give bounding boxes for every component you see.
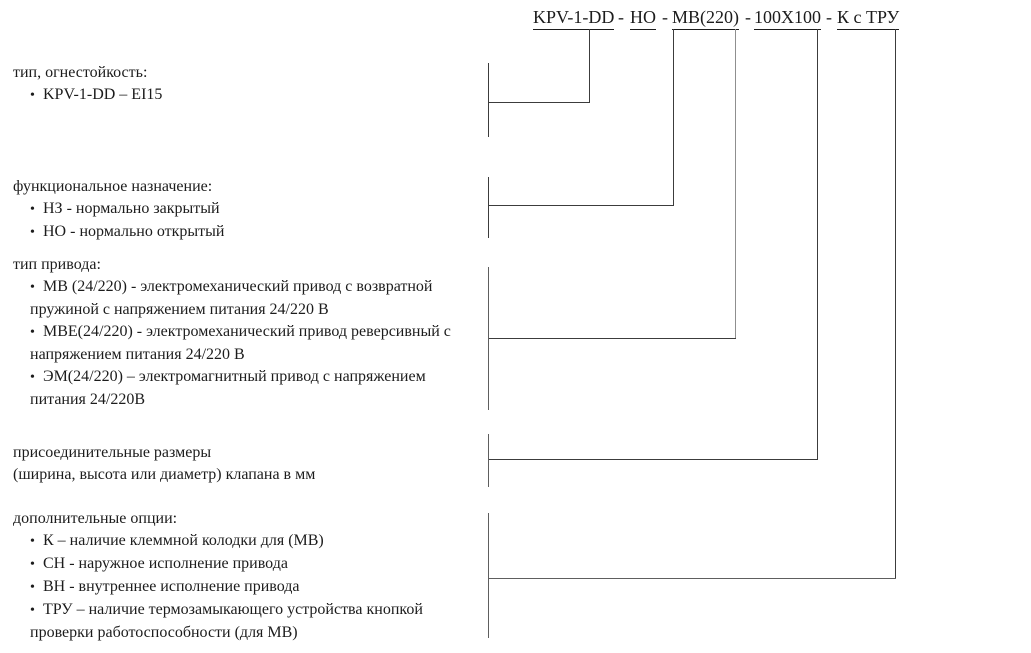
connector-tick-function bbox=[488, 177, 489, 238]
section-text: (ширина, высота или диаметр) клапана в м… bbox=[13, 466, 316, 483]
list-item-text: К – наличие клеммной колодки для (МВ) bbox=[43, 532, 324, 549]
connector-run-function bbox=[488, 205, 674, 206]
connector-tick-type bbox=[488, 63, 489, 137]
list-item: • К – наличие клеммной колодки для (МВ) bbox=[30, 530, 423, 553]
list-item-text: СН - наружное исполнение привода bbox=[43, 555, 288, 572]
section-drive-type: тип привода: • МВ (24/220) - электромехан… bbox=[13, 254, 451, 411]
list-item: • ВН - внутреннее исполнение привода bbox=[30, 576, 423, 599]
list-item-text: проверки работоспособности (для МВ) bbox=[30, 624, 298, 641]
connector-drop-dimensions bbox=[817, 29, 818, 459]
list-item: • ТРУ – наличие термозамыкающего устройст… bbox=[30, 599, 423, 644]
section-connection-dimensions: присоединительные размеры (ширина, высот… bbox=[13, 442, 315, 486]
list-item-text: KPV-1-DD – EI15 bbox=[43, 86, 163, 103]
bullet-icon: • bbox=[30, 325, 35, 340]
section-additional-options: дополнительные опции: • К – наличие клемм… bbox=[13, 508, 423, 644]
section-functional-purpose: функциональное назначение: • НЗ - нормаль… bbox=[13, 176, 224, 244]
code-separator: - bbox=[618, 7, 624, 27]
code-segment-options: К с ТРУ bbox=[837, 7, 900, 30]
list-item-text: ВН - внутреннее исполнение привода bbox=[43, 578, 300, 595]
list-item: • МВ (24/220) - электромеханический приво… bbox=[30, 276, 451, 321]
list-item-text: НО - нормально открытый bbox=[43, 223, 225, 240]
connector-tick-options bbox=[488, 513, 489, 638]
list-item: • ЭМ(24/220) – электромагнитный привод с … bbox=[30, 366, 451, 411]
bullet-icon: • bbox=[30, 534, 35, 549]
bullet-icon: • bbox=[30, 580, 35, 595]
list-item-text: напряжением питания 24/220 В bbox=[30, 346, 245, 363]
list-item: • НО - нормально открытый bbox=[30, 221, 224, 244]
connector-run-dimensions bbox=[488, 459, 818, 460]
bullet-icon: • bbox=[30, 557, 35, 572]
code-separator: - bbox=[745, 7, 751, 27]
list-item-text: МВ (24/220) - электромеханический привод… bbox=[43, 278, 433, 295]
code-separator: - bbox=[662, 7, 668, 27]
section-type-fire-resistance: тип, огнестойкость: • KPV-1-DD – EI15 bbox=[13, 62, 162, 107]
connector-drop-function bbox=[673, 29, 674, 205]
section-header: функциональное назначение: bbox=[13, 178, 213, 195]
bullet-icon: • bbox=[30, 225, 35, 240]
bullet-icon: • bbox=[30, 202, 35, 217]
code-segment-function: НО bbox=[630, 7, 656, 30]
connector-tick-dimensions bbox=[488, 434, 489, 487]
list-item-text: МВЕ(24/220) - электромеханический привод… bbox=[43, 323, 451, 340]
bullet-icon: • bbox=[30, 603, 35, 618]
connector-run-drive bbox=[488, 338, 736, 339]
code-segment-drive: МВ(220) bbox=[672, 7, 739, 30]
code-segment-dimensions: 100X100 bbox=[754, 7, 821, 30]
bullet-icon: • bbox=[30, 370, 35, 385]
bullet-icon: • bbox=[30, 280, 35, 295]
list-item-text: НЗ - нормально закрытый bbox=[43, 200, 220, 217]
list-item-text: ТРУ – наличие термозамыкающего устройств… bbox=[43, 601, 423, 618]
connector-tick-drive bbox=[488, 267, 489, 410]
connector-drop-drive bbox=[735, 29, 736, 338]
connector-run-type bbox=[488, 102, 590, 103]
code-segment-type: KPV-1-DD bbox=[533, 7, 615, 30]
list-item: • МВЕ(24/220) - электромеханический приво… bbox=[30, 321, 451, 366]
section-text: присоединительные размеры bbox=[13, 444, 212, 461]
section-header: тип привода: bbox=[13, 256, 101, 273]
list-item: • НЗ - нормально закрытый bbox=[30, 198, 224, 221]
bullet-icon: • bbox=[30, 88, 35, 103]
connector-run-options bbox=[488, 578, 896, 579]
connector-drop-options bbox=[895, 29, 896, 578]
connector-drop-type bbox=[589, 29, 590, 102]
section-header: тип, огнестойкость: bbox=[13, 64, 148, 81]
list-item: • KPV-1-DD – EI15 bbox=[30, 84, 162, 107]
list-item: • СН - наружное исполнение привода bbox=[30, 553, 423, 576]
list-item-text: питания 24/220В bbox=[30, 391, 146, 408]
list-item-text: ЭМ(24/220) – электромагнитный привод с н… bbox=[43, 368, 426, 385]
section-header: дополнительные опции: bbox=[13, 510, 178, 527]
list-item-text: пружиной с напряжением питания 24/220 В bbox=[30, 301, 329, 318]
code-separator: - bbox=[826, 7, 832, 27]
